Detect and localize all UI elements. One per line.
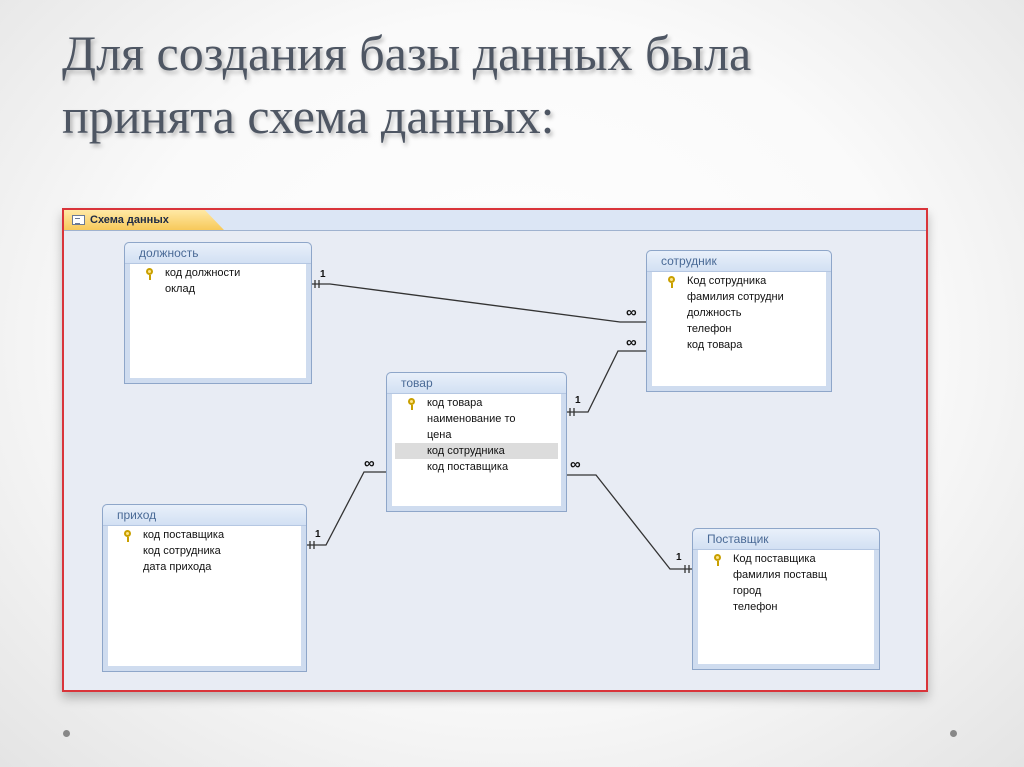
- field-row[interactable]: Код поставщика: [701, 551, 871, 567]
- field-row[interactable]: код поставщика: [427, 461, 509, 473]
- table-title[interactable]: Поставщик: [693, 529, 879, 550]
- primary-key-icon: [124, 530, 131, 542]
- table-title[interactable]: должность: [125, 243, 311, 264]
- relationships-canvas[interactable]: 1 ∞ 1 ∞ 1 ∞ 1 ∞ должность код должности …: [64, 230, 926, 690]
- field-row[interactable]: цена: [427, 429, 452, 441]
- primary-key-icon: [146, 268, 153, 280]
- field-row[interactable]: фамилия сотрудни: [687, 291, 784, 303]
- field-row[interactable]: код товара: [687, 339, 743, 351]
- slide-title-line-1: Для создания базы данных была: [62, 25, 752, 81]
- relationships-window: Схема данных 1 ∞ 1 ∞ 1 ∞ 1: [62, 208, 928, 692]
- table-sotrudnik[interactable]: сотрудник Код сотрудника фамилия сотрудн…: [646, 250, 832, 392]
- field-row[interactable]: телефон: [687, 323, 732, 335]
- table-title[interactable]: приход: [103, 505, 306, 526]
- relationship-line: [567, 474, 692, 570]
- relationships-icon: [72, 215, 85, 225]
- field-row[interactable]: код сотрудника: [143, 545, 221, 557]
- cardinality-many: ∞: [570, 456, 581, 473]
- cardinality-one: 1: [320, 269, 326, 280]
- field-row[interactable]: наименование то: [427, 413, 516, 425]
- field-row[interactable]: дата прихода: [143, 561, 212, 573]
- slide-title: Для создания базы данных была принята сх…: [62, 22, 962, 148]
- tab-label: Схема данных: [90, 214, 169, 226]
- cardinality-many: ∞: [626, 304, 637, 321]
- field-row[interactable]: телефон: [733, 601, 778, 613]
- primary-key-icon: [408, 398, 415, 410]
- field-row[interactable]: код поставщика: [111, 527, 298, 543]
- field-row[interactable]: Код сотрудника: [655, 273, 823, 289]
- tab-relationships[interactable]: Схема данных: [64, 210, 224, 230]
- cardinality-many: ∞: [626, 334, 637, 351]
- primary-key-icon: [668, 276, 675, 288]
- slide-decoration-dot: [63, 730, 70, 737]
- field-row[interactable]: код должности: [133, 265, 303, 281]
- document-tab-bar: Схема данных: [64, 210, 926, 231]
- table-title[interactable]: товар: [387, 373, 566, 394]
- field-row[interactable]: должность: [687, 307, 742, 319]
- table-prihod[interactable]: приход код поставщика код сотрудника дат…: [102, 504, 307, 672]
- field-row[interactable]: город: [733, 585, 762, 597]
- relationship-line: [307, 471, 386, 546]
- table-dolzhnost[interactable]: должность код должности оклад: [124, 242, 312, 384]
- field-list: код товара наименование то цена код сотр…: [395, 395, 558, 503]
- primary-key-icon: [714, 554, 721, 566]
- cardinality-one: 1: [676, 552, 682, 563]
- table-postavshik[interactable]: Поставщик Код поставщика фамилия поставщ…: [692, 528, 880, 670]
- field-row[interactable]: фамилия поставщ: [733, 569, 827, 581]
- field-list: код должности оклад: [133, 265, 303, 375]
- slide-title-line-2: принята схема данных:: [62, 88, 555, 144]
- field-list: Код сотрудника фамилия сотрудни должност…: [655, 273, 823, 383]
- relationship-line: [312, 283, 646, 323]
- table-title[interactable]: сотрудник: [647, 251, 831, 272]
- cardinality-one: 1: [575, 395, 581, 406]
- relationship-lines: [307, 280, 692, 573]
- cardinality-one: 1: [315, 529, 321, 540]
- slide-decoration-dot: [950, 730, 957, 737]
- field-row[interactable]: оклад: [165, 283, 196, 295]
- cardinality-many: ∞: [364, 455, 375, 472]
- relationship-line: [567, 350, 646, 413]
- field-row-selected[interactable]: код сотрудника: [395, 443, 558, 459]
- table-tovar[interactable]: товар код товара наименование то цена ко…: [386, 372, 567, 512]
- field-row[interactable]: код товара: [395, 395, 558, 411]
- field-list: код поставщика код сотрудника дата прихо…: [111, 527, 298, 663]
- field-list: Код поставщика фамилия поставщ город тел…: [701, 551, 871, 661]
